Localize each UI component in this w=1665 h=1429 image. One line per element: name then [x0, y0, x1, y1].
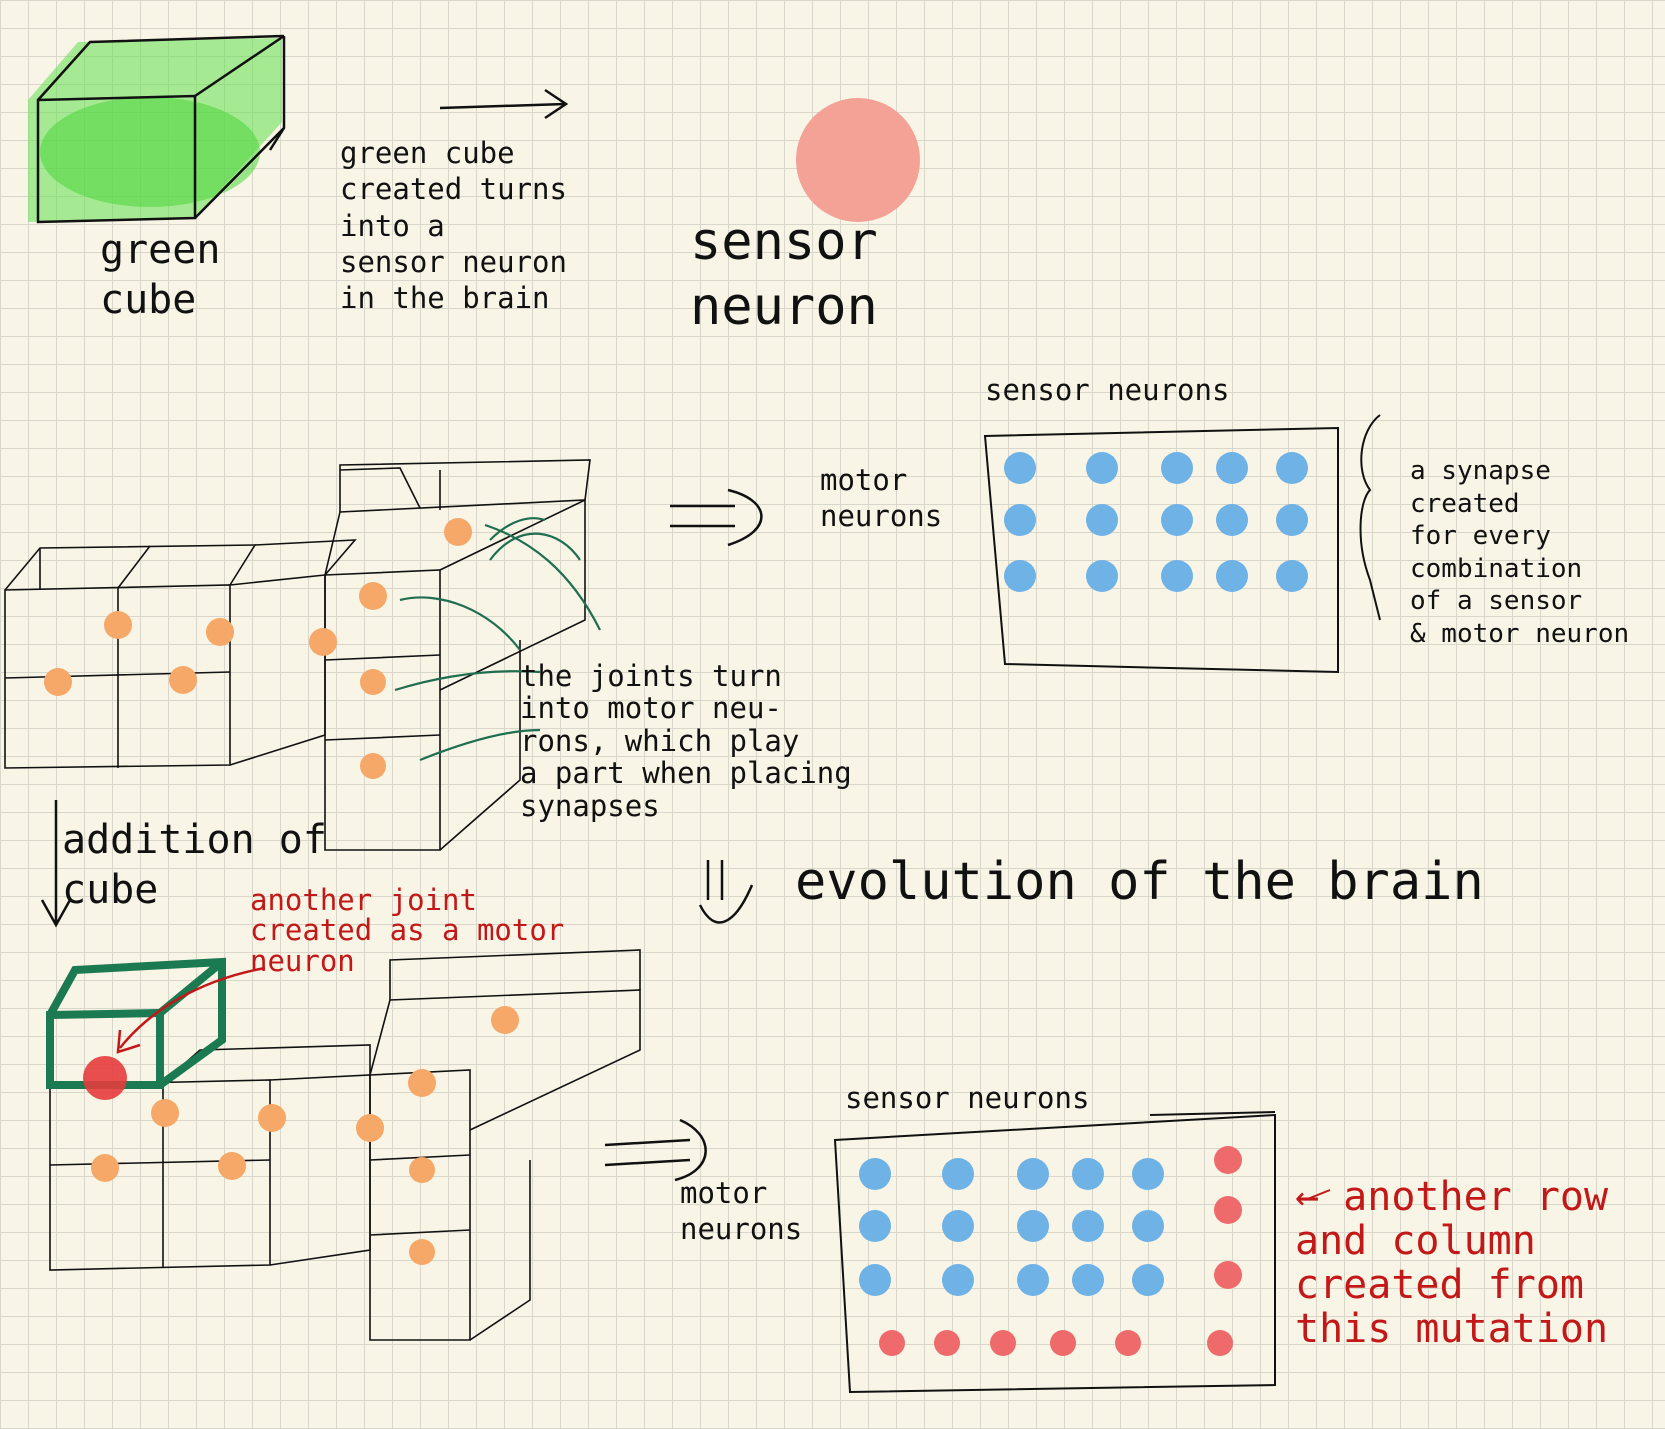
- robot-cubes-1: [4, 459, 591, 851]
- synapse-note: a synapse created for every combination …: [1410, 456, 1630, 649]
- neuron-dot: [942, 1158, 974, 1190]
- addition-of-cube-label: addition of cube: [62, 817, 327, 913]
- mutation-note: ← another row and column created from th…: [1295, 1174, 1609, 1352]
- down-arrow-evolution: [698, 860, 754, 924]
- implies-arrow-2: [604, 1118, 707, 1182]
- green-cube: [28, 34, 286, 224]
- neuron-dot: [1086, 452, 1118, 484]
- joints-note: the joints turn into motor neu- rons, wh…: [520, 659, 852, 823]
- new-neuron-dot: [990, 1330, 1016, 1356]
- grid-1-sensor-header: sensor neurons: [985, 373, 1230, 407]
- neuron-dot: [1086, 560, 1118, 592]
- neuron-dot: [1161, 452, 1193, 484]
- joints-1: [44, 518, 472, 779]
- green-cube-label: green cube: [100, 227, 221, 323]
- neuron-dot: [1086, 504, 1118, 536]
- neuron-dot: [859, 1210, 891, 1242]
- grid-2-dots: [859, 1146, 1242, 1356]
- joints-2: [91, 1006, 519, 1265]
- sensor-neuron-label: sensor neuron: [690, 212, 878, 337]
- robot-cubes-2: [49, 949, 641, 1341]
- neuron-dot: [1161, 560, 1193, 592]
- neuron-dot: [1004, 504, 1036, 536]
- neuron-dot: [1132, 1264, 1164, 1296]
- new-neuron-dot: [1214, 1196, 1242, 1224]
- neuron-dot: [1004, 560, 1036, 592]
- neuron-dot: [1017, 1158, 1049, 1190]
- red-pointer-arrow: [116, 966, 266, 1054]
- grid-1-motor-label: motor neurons: [820, 463, 943, 534]
- grid-1-dots: [1004, 452, 1308, 592]
- neuron-dot: [1276, 452, 1308, 484]
- neuron-dot: [1161, 504, 1193, 536]
- neuron-dot: [1072, 1264, 1104, 1296]
- neuron-dot: [1072, 1210, 1104, 1242]
- new-green-cube: [46, 957, 226, 1089]
- arrow-top: [439, 88, 569, 120]
- neuron-dot: [942, 1264, 974, 1296]
- neuron-grid-2: [833, 1111, 1276, 1394]
- evolution-of-the-brain-label: evolution of the brain: [795, 852, 1484, 912]
- grid-2-motor-label: motor neurons: [680, 1176, 803, 1247]
- neuron-dot: [1276, 560, 1308, 592]
- synapse-wires-1: [394, 517, 601, 762]
- neuron-dot: [859, 1264, 891, 1296]
- new-neuron-dot: [1207, 1330, 1233, 1356]
- new-neuron-dot: [879, 1330, 905, 1356]
- down-arrow-addition: [40, 800, 72, 928]
- another-joint-note: another joint created as a motor neuron: [250, 883, 565, 978]
- mutation-arrow: [1304, 1189, 1331, 1201]
- neuron-dot: [1216, 560, 1248, 592]
- sensor-neuron-blob: [796, 98, 920, 222]
- neuron-dot: [1017, 1210, 1049, 1242]
- neuron-grid-1: [983, 414, 1381, 674]
- new-neuron-dot: [1214, 1261, 1242, 1289]
- neuron-dot: [1017, 1264, 1049, 1296]
- new-neuron-dot: [1115, 1330, 1141, 1356]
- neuron-dot: [1132, 1210, 1164, 1242]
- grid-2-sensor-header: sensor neurons: [845, 1081, 1090, 1115]
- neuron-dot: [859, 1158, 891, 1190]
- new-neuron-dot: [1050, 1330, 1076, 1356]
- neuron-dot: [1004, 452, 1036, 484]
- new-neuron-dot: [1214, 1146, 1242, 1174]
- neuron-dot: [1132, 1158, 1164, 1190]
- new-neuron-dot: [934, 1330, 960, 1356]
- neuron-dot: [1072, 1158, 1104, 1190]
- new-joint: [83, 1056, 127, 1100]
- implies-arrow-1: [670, 488, 763, 547]
- neuron-dot: [1276, 504, 1308, 536]
- neuron-dot: [1216, 452, 1248, 484]
- neuron-dot: [942, 1210, 974, 1242]
- green-cube-caption: green cube created turns into a sensor n…: [340, 136, 567, 315]
- neuron-dot: [1216, 504, 1248, 536]
